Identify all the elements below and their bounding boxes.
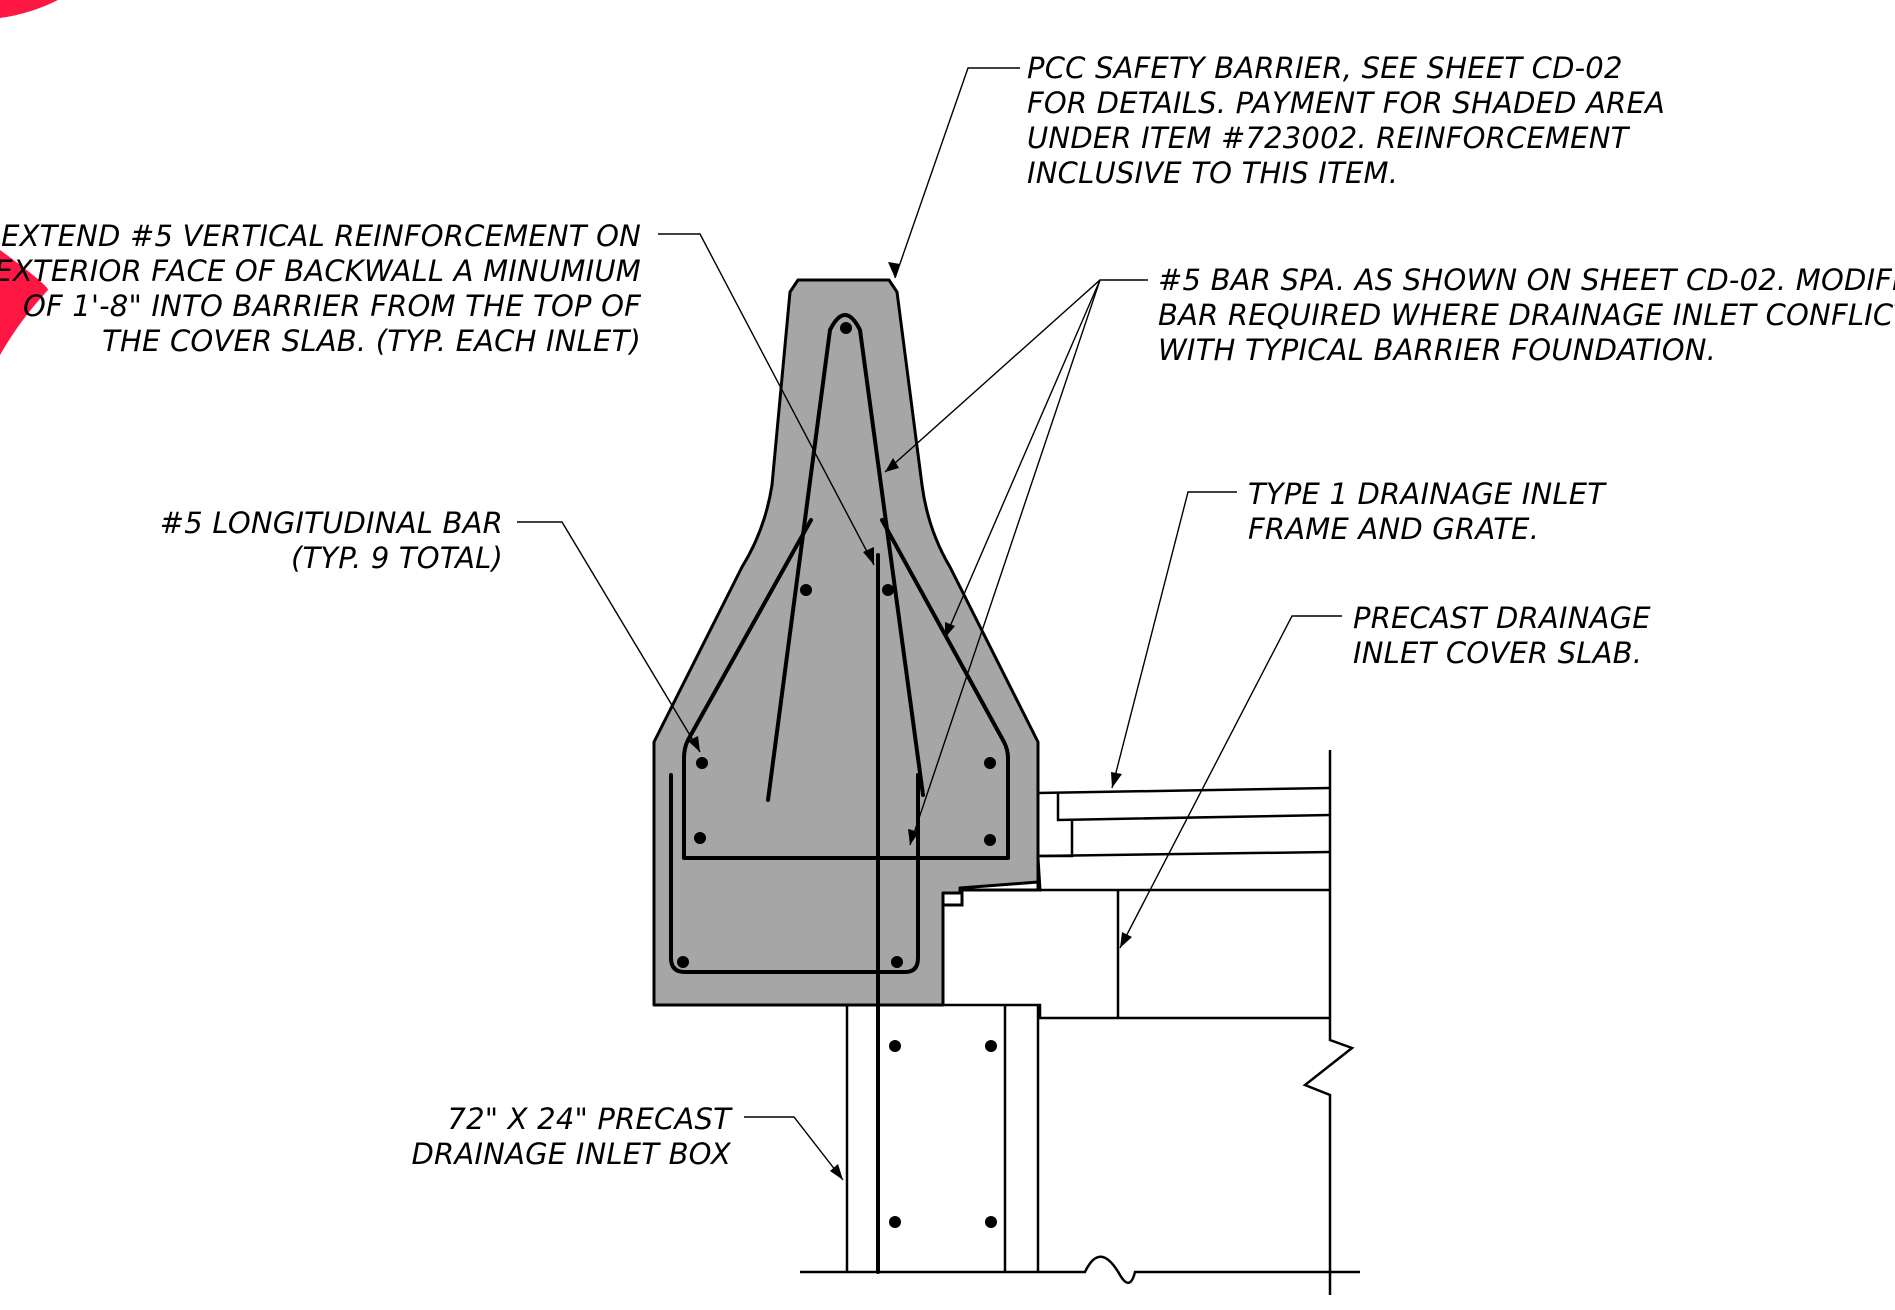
note-extend: EXTEND #5 VERTICAL REINFORCEMENT ON EXTE… <box>0 219 642 358</box>
arrow-cover-slab <box>1120 932 1132 948</box>
leader-bar-spa-3 <box>909 279 1101 846</box>
note-barrier-line-1: PCC SAFETY BARRIER, SEE SHEET CD-02 <box>1027 51 1623 85</box>
arrow-bar-spa-1 <box>885 458 899 472</box>
leader-longitudinal <box>517 521 701 753</box>
note-extend-line-2: EXTERIOR FACE OF BACKWALL A MINUMIUM <box>0 254 641 288</box>
note-inlet-box: 72" X 24" PRECAST DRAINAGE INLET BOX <box>412 1102 733 1171</box>
ground-line <box>800 1255 1360 1284</box>
note-cover-slab-line-2: INLET COVER SLAB. <box>1353 636 1642 670</box>
note-longitudinal: #5 LONGITUDINAL BAR (TYP. 9 TOTAL) <box>160 506 503 575</box>
break-line-right <box>1302 750 1355 1295</box>
note-extend-line-1: EXTEND #5 VERTICAL REINFORCEMENT ON <box>1 219 641 253</box>
long-bar-1 <box>840 322 852 334</box>
note-frame-line-1: TYPE 1 DRAINAGE INLET <box>1248 477 1607 511</box>
leader-inlet-box <box>744 1116 844 1181</box>
hairpin-bar <box>766 313 925 802</box>
note-extend-line-4: THE COVER SLAB. (TYP. EACH INLET) <box>102 324 641 358</box>
note-bar-spa-line-1: #5 BAR SPA. AS SHOWN ON SHEET CD-02. MOD… <box>1158 263 1895 297</box>
note-bar-spa-line-3: WITH TYPICAL BARRIER FOUNDATION. <box>1158 333 1716 367</box>
leader-extend <box>658 233 875 566</box>
note-longitudinal-line-1: #5 LONGITUDINAL BAR <box>160 506 503 540</box>
note-barrier: PCC SAFETY BARRIER, SEE SHEET CD-02 FOR … <box>1027 51 1665 190</box>
arrow-bar-spa-3 <box>908 829 919 845</box>
long-bar-4 <box>696 757 708 769</box>
long-bar-2 <box>800 584 812 596</box>
grate-lower <box>1040 820 1074 858</box>
arrow-inlet-box <box>830 1164 843 1180</box>
box-bar-2 <box>985 1040 997 1052</box>
corner-mark-top <box>0 0 58 18</box>
note-extend-line-3: OF 1'-8" INTO BARRIER FROM THE TOP OF <box>23 289 642 323</box>
stirrup-left <box>682 518 944 860</box>
note-barrier-line-4: INCLUSIVE TO THIS ITEM. <box>1027 156 1398 190</box>
arrow-longitudinal <box>688 736 700 752</box>
corner-mark-left <box>0 250 48 355</box>
note-frame-line-2: FRAME AND GRATE. <box>1248 512 1539 546</box>
cover-slab-top-a <box>1037 850 1331 858</box>
long-bar-9 <box>891 956 903 968</box>
note-bar-spa-line-2: BAR REQUIRED WHERE DRAINAGE INLET CONFLI… <box>1158 298 1895 332</box>
box-bar-4 <box>985 1216 997 1228</box>
note-cover-slab-line-1: PRECAST DRAINAGE <box>1353 601 1651 635</box>
leader-bar-spa-1 <box>884 279 1148 473</box>
arrow-bar-spa-2 <box>945 622 955 638</box>
arrow-extend <box>863 547 874 565</box>
note-barrier-line-3: UNDER ITEM #723002. REINFORCEMENT <box>1027 121 1631 155</box>
long-bar-6 <box>694 832 706 844</box>
note-cover-slab: PRECAST DRAINAGE INLET COVER SLAB. <box>1353 601 1651 670</box>
long-bar-7 <box>984 834 996 846</box>
long-bar-3 <box>882 584 894 596</box>
arrow-barrier <box>888 262 900 278</box>
cover-slab-bottom <box>943 1003 1330 1020</box>
note-barrier-line-2: FOR DETAILS. PAYMENT FOR SHADED AREA <box>1027 86 1665 120</box>
leader-barrier <box>894 67 1020 279</box>
box-bar-3 <box>889 1216 901 1228</box>
long-bar-8 <box>677 956 689 968</box>
grate-top-step <box>1056 793 1331 822</box>
stirrup-right <box>880 518 1010 860</box>
box-bar-1 <box>889 1040 901 1052</box>
grate-frame <box>1037 786 1331 795</box>
leader-cover-slab <box>1119 615 1342 949</box>
note-inlet-box-line-1: 72" X 24" PRECAST <box>447 1102 733 1136</box>
note-frame: TYPE 1 DRAINAGE INLET FRAME AND GRATE. <box>1248 477 1607 546</box>
barrier-shape <box>652 278 1040 1007</box>
note-longitudinal-line-2: (TYP. 9 TOTAL) <box>291 541 503 575</box>
leader-frame <box>1111 491 1237 789</box>
long-bar-5 <box>984 757 996 769</box>
lower-u-bar <box>669 773 920 974</box>
arrow-frame <box>1111 772 1122 788</box>
note-inlet-box-line-2: DRAINAGE INLET BOX <box>412 1137 732 1171</box>
note-bar-spa: #5 BAR SPA. AS SHOWN ON SHEET CD-02. MOD… <box>1158 263 1895 367</box>
leader-bar-spa-2 <box>944 279 1101 639</box>
leaders <box>517 67 1342 1181</box>
